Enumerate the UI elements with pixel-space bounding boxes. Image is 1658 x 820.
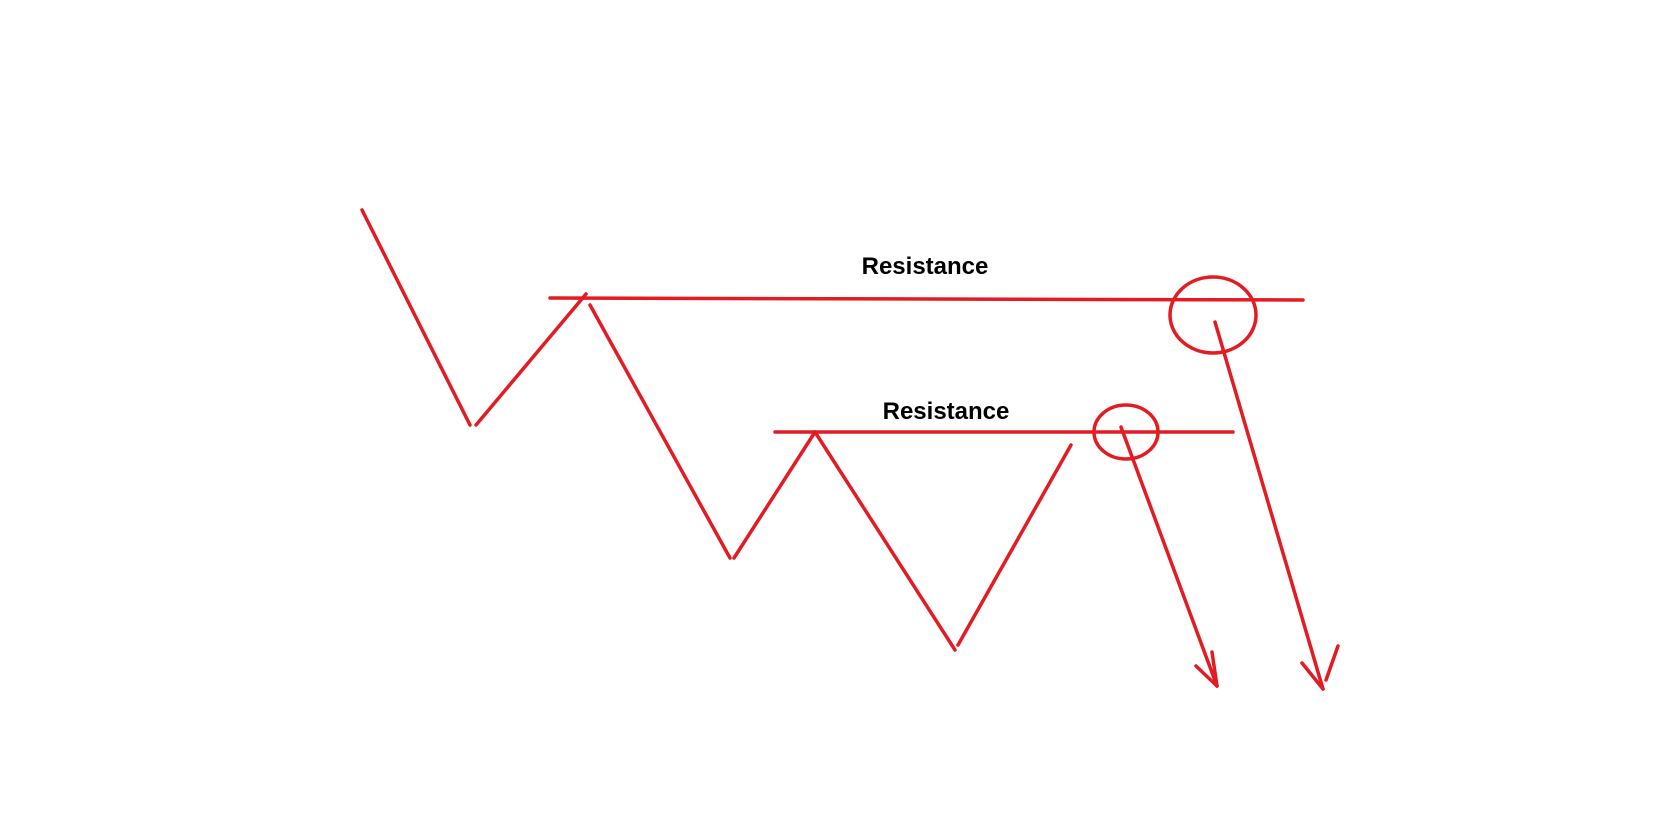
upper-breakout-circle: [1168, 275, 1258, 355]
lower-breakout-circle: [1092, 403, 1160, 461]
price-leg-1: [360, 208, 472, 427]
lower-resistance-label: Resistance: [882, 398, 1010, 425]
upper-down-arrow: [1213, 320, 1340, 691]
price-leg-2: [474, 292, 588, 427]
price-leg-6: [956, 443, 1073, 647]
price-leg-3: [588, 303, 732, 560]
lower-down-arrow: [1119, 425, 1219, 688]
upper-resistance-label: Resistance: [861, 253, 989, 280]
price-leg-4: [732, 430, 817, 560]
price-zigzag: [360, 208, 1073, 652]
upper-resistance-line: [548, 296, 1305, 302]
price-leg-5: [813, 430, 957, 652]
